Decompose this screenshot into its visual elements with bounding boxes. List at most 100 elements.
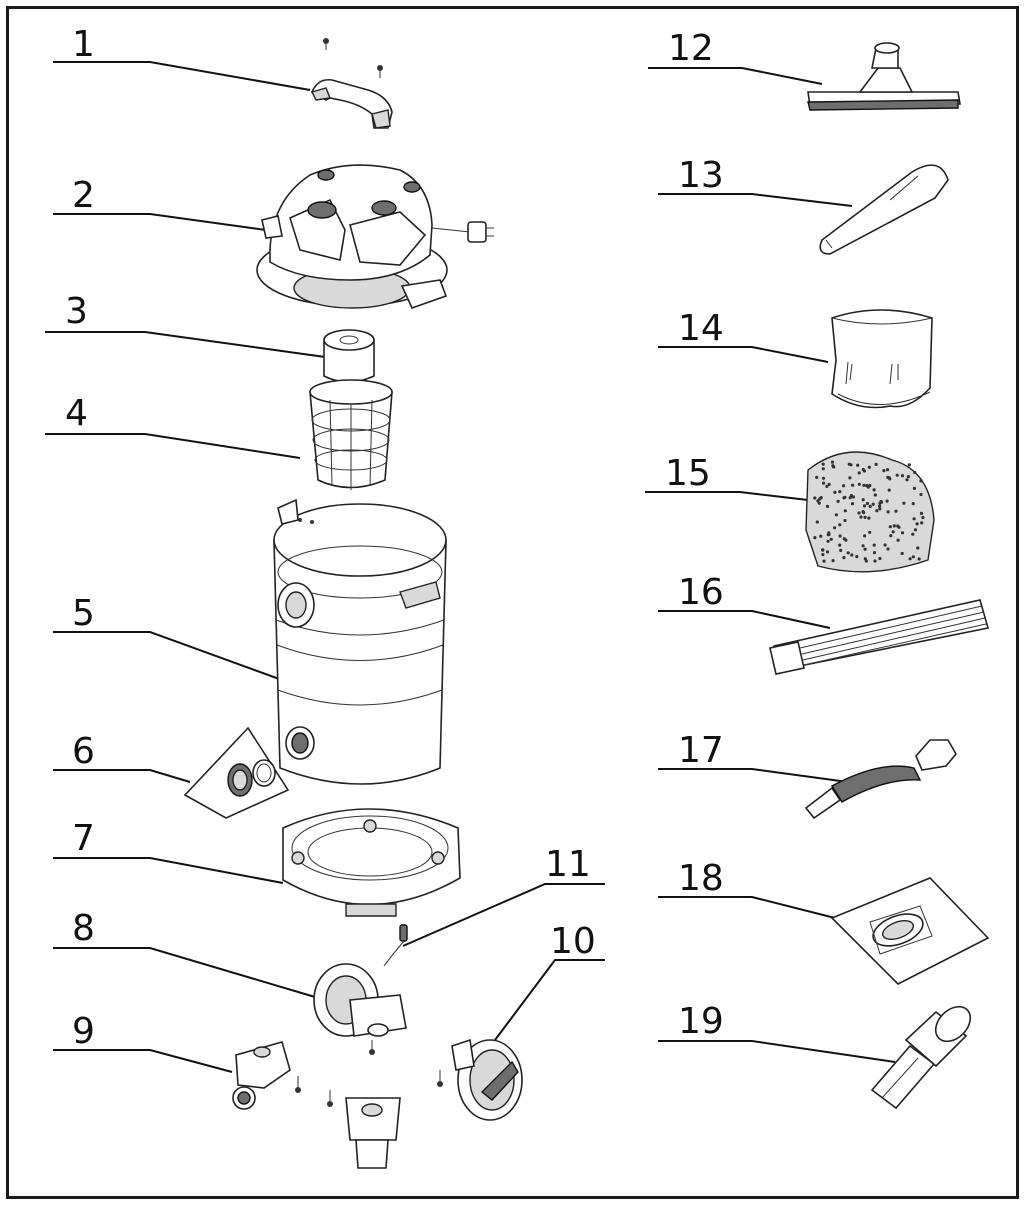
sponge-pore [817,501,821,505]
sponge-pore [907,463,911,467]
sponge-pore [902,501,906,505]
sponge-pore [842,484,846,488]
sponge-pore [861,510,865,514]
base-ring-icon [282,808,461,917]
sponge-pore [920,521,924,525]
sponge-pore [900,531,905,535]
paper-dust-bag-icon [830,877,990,985]
sponge-pore [886,510,890,514]
sponge-pore [894,509,898,513]
callout-19: 19 [658,1001,896,1063]
sponge-pore [878,556,882,561]
sponge-pore [921,515,925,520]
sponge-pore [896,524,900,528]
foam-sleeve-icon [323,329,375,383]
part-number-7: 7 [72,818,95,859]
sponge-pore [819,534,823,538]
sponge-pore [867,516,871,520]
sponge-pore [815,475,819,479]
sponge-pore [859,515,863,519]
sponge-pore [821,467,825,471]
callout-18: 18 [658,858,836,919]
sponge-pore [895,473,899,477]
sponge-pore [871,502,875,506]
sponge-pore [850,502,855,506]
sponge-pore [857,511,861,515]
sponge-pore [872,488,876,492]
part-number-6: 6 [72,731,95,772]
sponge-pore [821,462,825,466]
motor-head-icon [256,164,494,309]
sponge-pore [846,551,850,555]
part-number-2: 2 [72,175,95,216]
sponge-pore [825,504,830,508]
floor-brush-icon [807,42,961,111]
adapter-icon [870,1005,972,1110]
callout-4: 4 [45,393,301,459]
sponge-pore [861,498,865,502]
callout-14: 14 [658,308,829,363]
sponge-pore [856,463,860,467]
sponge-pore [825,484,829,488]
crevice-nozzle-icon [819,164,949,255]
sponge-pore [857,482,861,486]
callout-2: 2 [53,175,281,233]
diagram-frame [6,6,1019,1199]
part-number-1: 1 [72,24,95,65]
sponge-pore [862,483,866,487]
sponge-pore [888,525,892,529]
sponge-pore [849,494,854,498]
part-number-13: 13 [678,155,724,196]
sponge-pore [919,511,924,515]
sponge-pore [843,518,847,523]
sponge-pore [889,534,893,538]
sponge-pore [843,509,847,513]
sponge-pore [816,499,820,503]
sponge-pore [863,534,867,538]
filter-cage-icon [309,379,393,490]
sponge-pore [919,492,923,497]
callout-6: 6 [53,731,191,783]
sponge-pore [882,469,886,473]
callout-10: 10 [494,921,605,1041]
caster-front-icon [327,1090,401,1169]
sponge-pore [838,490,842,494]
sponge-pore [822,559,826,563]
inlet-fitting-icon [183,726,290,819]
sponge-pore [878,504,882,508]
part-number-17: 17 [678,730,724,771]
sponge-pore [886,547,890,551]
sponge-pore [822,481,826,485]
sponge-pore [878,507,882,511]
part-number-5: 5 [72,593,95,634]
sponge-pore [836,499,840,503]
sponge-pore [868,530,872,534]
sponge-pore [862,504,867,508]
sponge-pore [815,520,819,524]
sponge-pore [912,486,917,490]
callout-17: 17 [658,730,849,783]
sponge-pore [838,523,842,527]
sponge-pore [848,476,852,480]
sponge-pore [831,559,835,563]
sponge-pore [886,468,890,472]
sponge-pore [829,537,833,541]
sponge-pore [891,530,895,534]
sponge-pore [908,557,912,561]
sponge-pore [888,477,892,481]
sponge-pore [872,543,876,547]
sponge-pore [892,524,896,528]
part-number-15: 15 [665,453,711,494]
callout-5: 5 [53,593,283,681]
sponge-pore [827,482,831,486]
sponge-pore [833,526,837,530]
part-number-10: 10 [550,921,596,962]
sponge-pore [842,556,846,560]
sponge-pore [831,464,835,468]
caster-icon [232,1041,301,1110]
sponge-pore [864,559,868,563]
part-number-14: 14 [678,308,724,349]
tank-icon [273,498,447,785]
sponge-pore [821,476,826,480]
sponge-pore [849,463,853,467]
